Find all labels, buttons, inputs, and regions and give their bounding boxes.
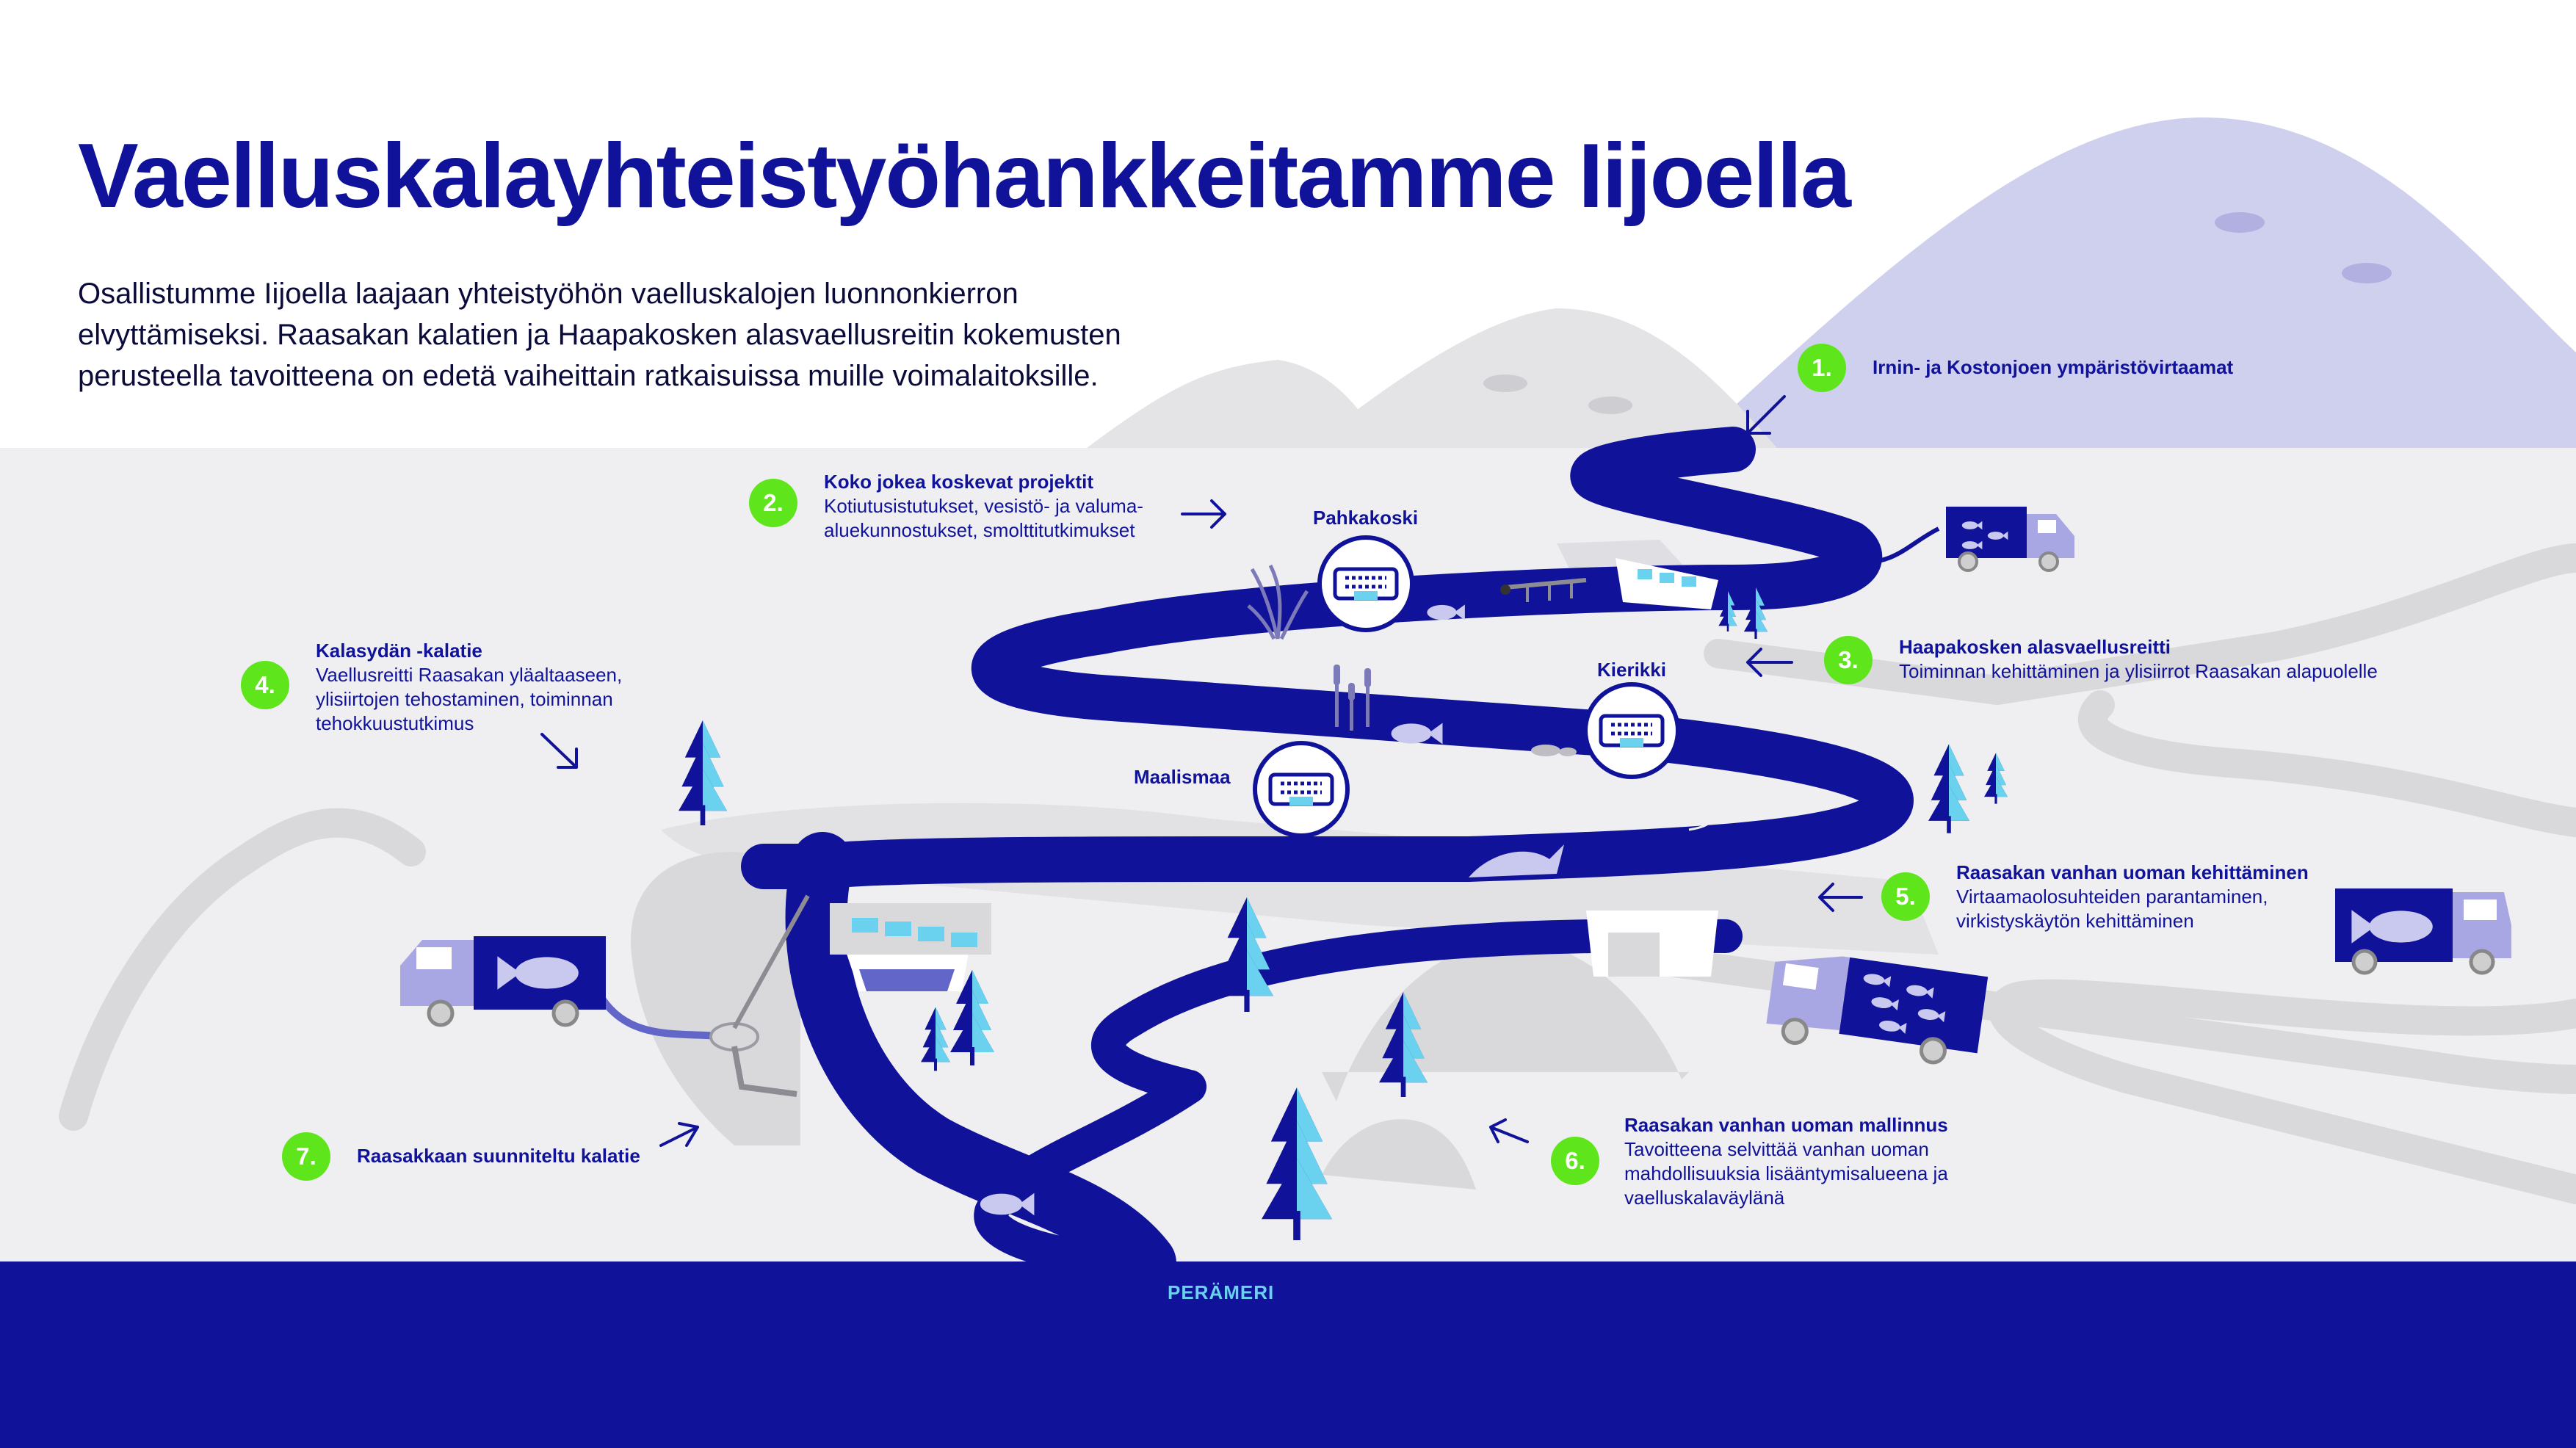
fish-truck-icon [400, 936, 606, 1027]
fish-truck-icon [2335, 888, 2511, 975]
page-title: Vaelluskalayhteistyöhankkeitamme Iijoell… [78, 126, 1851, 227]
place-maalismaa: Maalismaa [1134, 766, 1231, 788]
fish-truck-icon [1766, 956, 1989, 1065]
power-plant-icon [1253, 741, 1350, 838]
callout-1-title: Irnin- ja Kostonjoen ympäristövirtaamat [1873, 356, 2234, 378]
callout-1: Irnin- ja Kostonjoen ympäristövirtaamat [1873, 355, 2233, 380]
callout-5-number: 5. [1881, 872, 1930, 921]
reed-icon [1247, 564, 1309, 640]
reed-icon [1334, 665, 1371, 731]
callout-6-title: Raasakan vanhan uoman mallinnus [1624, 1114, 1948, 1136]
callout-6-text: Tavoitteena selvittää vanhan uoman mahdo… [1624, 1138, 1948, 1209]
callout-2: Koko jokea koskevat projektit Kotiutusis… [824, 470, 1169, 543]
callout-5-text: Virtaamaolosuhteiden parantaminen, virki… [1956, 886, 2268, 932]
callout-4-title: Kalasydän -kalatie [316, 640, 482, 662]
old-channel-dam [1586, 911, 1718, 977]
callout-2-number: 2. [749, 479, 797, 527]
callout-4: Kalasydän -kalatie Vaellusreitti Raasaka… [316, 639, 646, 736]
power-plant-icon [1583, 682, 1680, 779]
fish-truck-icon [1946, 507, 2074, 572]
callout-6-number: 6. [1551, 1137, 1599, 1185]
callout-3-text: Toiminnan kehittäminen ja ylisiirrot Raa… [1899, 660, 2378, 682]
place-kierikki: Kierikki [1597, 659, 1666, 681]
callout-2-text: Kotiutusistutukset, vesistö- ja valuma-a… [824, 495, 1143, 541]
power-plant-icon [1317, 535, 1414, 632]
sea-label: PERÄMERI [1168, 1281, 1275, 1303]
callout-3-number: 3. [1824, 636, 1873, 684]
callout-6: Raasakan vanhan uoman mallinnus Tavoitte… [1624, 1113, 1991, 1210]
callout-7: Raasakkaan suunniteltu kalatie [357, 1144, 640, 1168]
callout-5: Raasakan vanhan uoman kehittäminen Virta… [1956, 861, 2353, 933]
callout-7-number: 7. [282, 1132, 330, 1181]
haapakoski-dam [1616, 558, 1718, 609]
callout-4-number: 4. [241, 661, 289, 709]
callout-2-title: Koko jokea koskevat projektit [824, 471, 1094, 493]
callout-3-title: Haapakosken alasvaellusreitti [1899, 636, 2171, 658]
place-pahkakoski: Pahkakoski [1313, 507, 1419, 529]
callout-5-title: Raasakan vanhan uoman kehittäminen [1956, 861, 2309, 883]
callout-7-title: Raasakkaan suunniteltu kalatie [357, 1145, 640, 1167]
arrow-icon [540, 395, 1863, 1147]
callout-3: Haapakosken alasvaellusreitti Toiminnan … [1899, 635, 2486, 684]
raasakka-dam [830, 903, 991, 991]
callout-1-number: 1. [1798, 344, 1846, 392]
intro-text: Osallistumme Iijoella laajaan yhteistyöh… [78, 278, 1121, 392]
callout-4-text: Vaellusreitti Raasakan yläaltaaseen, yli… [316, 664, 623, 734]
